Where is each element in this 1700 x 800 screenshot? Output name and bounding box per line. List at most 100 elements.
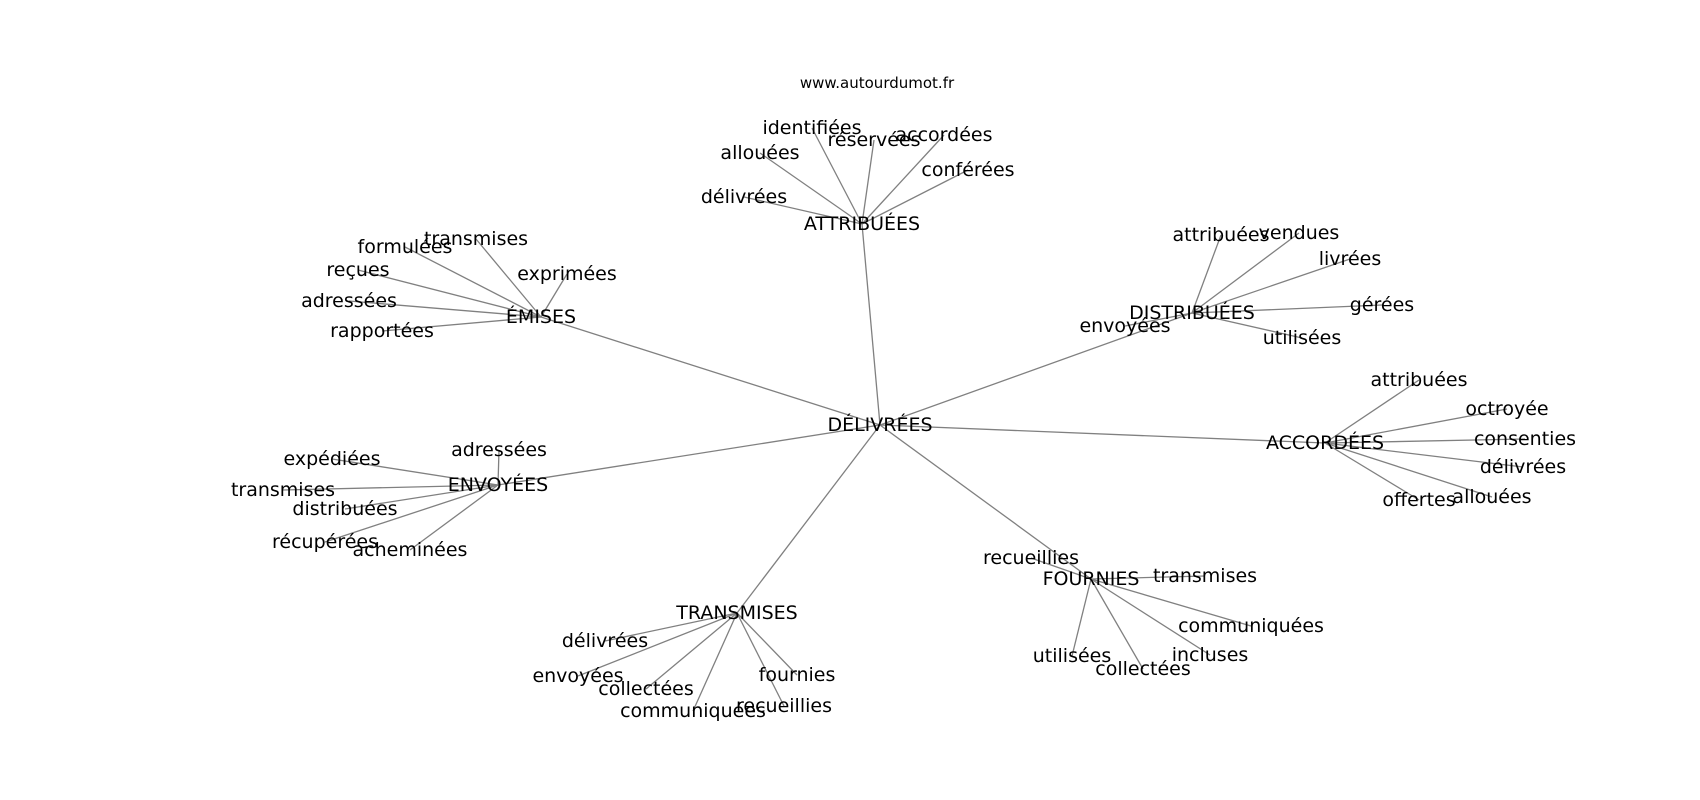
leaf-node-label: envoyées — [1079, 315, 1170, 337]
edge-hub-to-leaf — [861, 134, 945, 225]
edge-hub-to-leaf — [331, 458, 499, 486]
leaf-node-label: allouées — [1452, 486, 1531, 508]
hub-node-label: ATTRIBUÉES — [804, 212, 920, 235]
hub-node-label: ENVOYÉES — [448, 473, 548, 496]
edge-hub-to-leaf — [1030, 557, 1092, 580]
graph-edges — [282, 127, 1526, 712]
leaf-node-label: distribuées — [292, 498, 397, 520]
hub-node-label: ACCORDÉES — [1266, 431, 1384, 454]
edge-hub-to-leaf — [497, 449, 500, 486]
leaf-node-label: adressées — [451, 439, 547, 461]
leaf-node-label: récupérées — [272, 531, 378, 553]
leaf-node-label: formulées — [358, 236, 453, 258]
edge-center-to-hub — [879, 424, 1092, 580]
leaf-node-label: accordées — [896, 124, 993, 146]
leaf-node-label: transmises — [231, 479, 335, 501]
edge-hub-to-leaf — [1090, 575, 1206, 580]
edge-hub-to-leaf — [1191, 304, 1383, 314]
edge-hub-to-leaf — [1191, 312, 1303, 339]
edge-hub-to-leaf — [1324, 442, 1524, 468]
leaf-node-label: adressées — [301, 290, 397, 312]
edge-hub-to-leaf — [348, 300, 542, 318]
edge-hub-to-leaf — [1090, 578, 1144, 670]
edge-hub-to-leaf — [409, 484, 499, 551]
hub-node-label: FOURNIES — [1043, 568, 1140, 590]
edge-hub-to-leaf — [1324, 442, 1493, 498]
edge-hub-to-leaf — [736, 612, 798, 676]
hub-node-label: TRANSMISES — [675, 602, 797, 624]
edge-hub-to-leaf — [1191, 234, 1222, 314]
leaf-node-label: recueillies — [983, 547, 1079, 569]
edge-hub-to-leaf — [861, 169, 969, 225]
leaf-node-label: identifiées — [762, 117, 861, 139]
leaf-node-label: collectées — [1095, 658, 1191, 680]
edge-hub-to-leaf — [381, 316, 542, 332]
leaf-node-label: gérées — [1350, 294, 1414, 316]
leaf-node-label: utilisées — [1263, 327, 1342, 349]
leaf-node-label: fournies — [759, 664, 836, 686]
edge-hub-to-leaf — [344, 484, 499, 510]
edge-hub-to-leaf — [357, 269, 542, 318]
leaf-node-label: communiquées — [1178, 615, 1324, 637]
edge-center-to-hub — [540, 316, 881, 426]
leaf-node-label: acheminées — [353, 539, 468, 561]
source-label: www.autourdumot.fr — [800, 74, 955, 92]
edge-hub-to-leaf — [743, 196, 863, 225]
leaf-node-label: réservées — [827, 129, 920, 151]
edge-center-to-hub — [497, 424, 881, 486]
graph-labels: www.autourdumot.fr DÉLIVRÉESATTRIBUÉESid… — [231, 74, 1576, 722]
edge-hub-to-leaf — [404, 246, 542, 318]
leaf-node-label: attribuées — [1172, 224, 1269, 246]
leaf-node-label: rapportées — [330, 320, 434, 342]
leaf-node-label: consenties — [1474, 428, 1576, 450]
edge-hub-to-leaf — [540, 273, 568, 318]
leaf-node-label: reçues — [326, 259, 389, 281]
leaf-node-label: allouées — [720, 142, 799, 164]
edge-hub-to-leaf — [811, 127, 863, 225]
edge-hub-to-leaf — [1191, 232, 1300, 314]
leaf-node-label: délivrées — [701, 186, 787, 208]
edge-hub-to-leaf — [692, 612, 738, 712]
edge-hub-to-leaf — [1090, 578, 1252, 627]
edge-hub-to-leaf — [1324, 442, 1420, 501]
edge-hub-to-leaf — [1124, 312, 1193, 327]
leaf-node-label: offertes — [1382, 489, 1455, 511]
leaf-node-label: expédiées — [284, 448, 381, 470]
edge-hub-to-leaf — [577, 612, 738, 677]
edge-hub-to-leaf — [282, 484, 499, 491]
hub-node-label: DISTRIBUÉES — [1129, 301, 1255, 324]
edge-hub-to-leaf — [604, 612, 738, 642]
edge-hub-to-leaf — [1071, 578, 1092, 657]
leaf-node-label: recueillies — [736, 695, 832, 717]
leaf-node-label: transmises — [1153, 565, 1257, 587]
leaf-node-label: vendues — [1259, 222, 1340, 244]
edge-hub-to-leaf — [1090, 578, 1211, 656]
edge-center-to-hub — [879, 312, 1193, 426]
hub-node-label: ÉMISES — [506, 305, 576, 328]
leaf-node-label: attribuées — [1370, 369, 1467, 391]
leaf-node-label: conférées — [921, 159, 1014, 181]
leaf-node-label: délivrées — [1480, 456, 1566, 478]
leaf-node-label: exprimées — [517, 263, 617, 285]
edge-hub-to-leaf — [861, 139, 875, 225]
edge-hub-to-leaf — [1324, 408, 1508, 444]
edge-hub-to-leaf — [324, 484, 499, 543]
edge-hub-to-leaf — [759, 152, 863, 225]
edge-hub-to-leaf — [645, 612, 738, 690]
leaf-node-label: octroyée — [1465, 398, 1548, 420]
edge-center-to-hub — [879, 424, 1326, 444]
leaf-node-label: transmises — [424, 228, 528, 250]
leaf-node-label: envoyées — [532, 665, 623, 687]
leaf-node-label: communiquées — [620, 700, 766, 722]
edge-center-to-hub — [861, 223, 881, 426]
leaf-node-label: incluses — [1172, 644, 1249, 666]
leaf-node-label: collectées — [598, 678, 694, 700]
leaf-node-label: livrées — [1319, 248, 1381, 270]
leaf-node-label: utilisées — [1033, 645, 1112, 667]
edge-hub-to-leaf — [1324, 438, 1526, 444]
edge-hub-to-leaf — [475, 238, 542, 318]
edge-center-to-hub — [736, 424, 881, 614]
leaf-node-label: délivrées — [562, 630, 648, 652]
edge-hub-to-leaf — [736, 612, 785, 707]
